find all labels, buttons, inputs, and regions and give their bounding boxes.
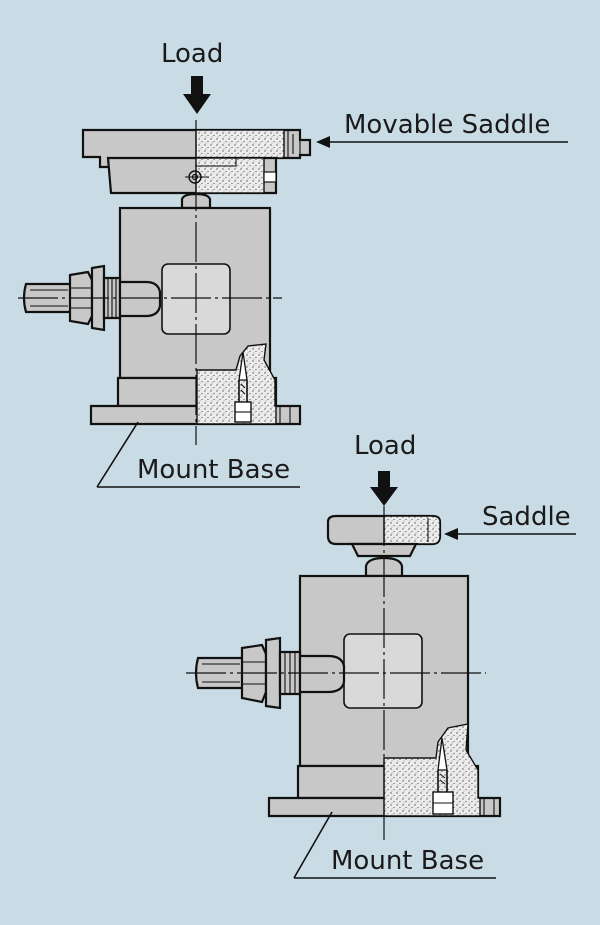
bottom-base-leader: [293, 811, 496, 879]
top-movable-saddle: [81, 128, 312, 210]
top-saddle-label: Movable Saddle: [344, 110, 550, 140]
bottom-saddle-label: Saddle: [482, 502, 571, 532]
top-base-label: Mount Base: [137, 455, 290, 485]
bottom-load-label: Load: [354, 431, 416, 461]
bottom-base-label: Mount Base: [331, 846, 484, 876]
bottom-load-arrow-icon: [370, 471, 398, 506]
top-load-arrow-icon: [183, 76, 211, 114]
top-saddle-leader: [316, 136, 568, 148]
bottom-saddle-leader: [444, 528, 576, 540]
top-base-leader: [96, 421, 300, 488]
top-load-cell-assembly: Load: [18, 39, 568, 488]
top-load-label: Load: [161, 39, 223, 69]
bottom-load-cell-assembly: Load: [186, 431, 576, 879]
